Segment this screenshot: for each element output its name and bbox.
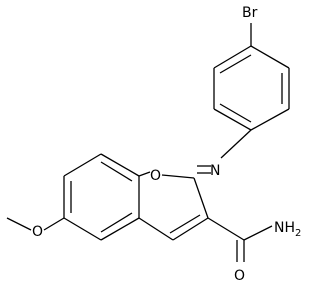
bond-c5-c4a	[100, 217, 140, 241]
bond-c8a-c8	[100, 153, 140, 177]
bond-c6-c5	[63, 217, 102, 241]
bond-aryl-n	[220, 129, 252, 159]
inner-bond-3	[219, 103, 252, 123]
bond-c3-c4	[250, 108, 290, 131]
benzo-inner-1	[100, 161, 133, 182]
amide-nh-label: NH	[274, 220, 295, 236]
bond-c6-c1	[213, 45, 252, 69]
carbonyl-oxygen-label: O	[234, 268, 245, 284]
inner-bond-1	[219, 54, 252, 74]
benzo-ring	[63, 153, 140, 241]
bond-c4-c5	[213, 108, 252, 131]
molecule-structure: Br N O O NH 2 O	[6, 5, 301, 284]
bond-camide-n	[243, 225, 273, 241]
bond-o1-c2	[161, 174, 195, 179]
bond-c2-c3-ring	[193, 177, 209, 219]
bond-c3-camide	[207, 217, 245, 241]
bond-c3-c4-ring-inner	[169, 214, 201, 234]
bond-c6-o-methoxy	[43, 217, 65, 231]
bond-c8-c7	[63, 153, 102, 177]
bond-c3-c4-ring	[172, 217, 209, 241]
pyran-ring	[138, 171, 209, 241]
imine-nitrogen-label: N	[210, 163, 220, 179]
bond-c4-c4a	[138, 217, 174, 241]
bromine-label: Br	[242, 5, 258, 21]
methoxy-oxygen-label: O	[32, 224, 43, 240]
ring-oxygen-label: O	[150, 168, 161, 184]
benzo-inner-3	[100, 212, 133, 233]
bromophenyl-ring	[213, 23, 290, 131]
bond-c1-c2	[250, 45, 290, 69]
bond-c8a-o1	[138, 171, 151, 177]
amide-nh-subscript: 2	[295, 228, 301, 239]
bond-o-ch3	[6, 217, 32, 231]
